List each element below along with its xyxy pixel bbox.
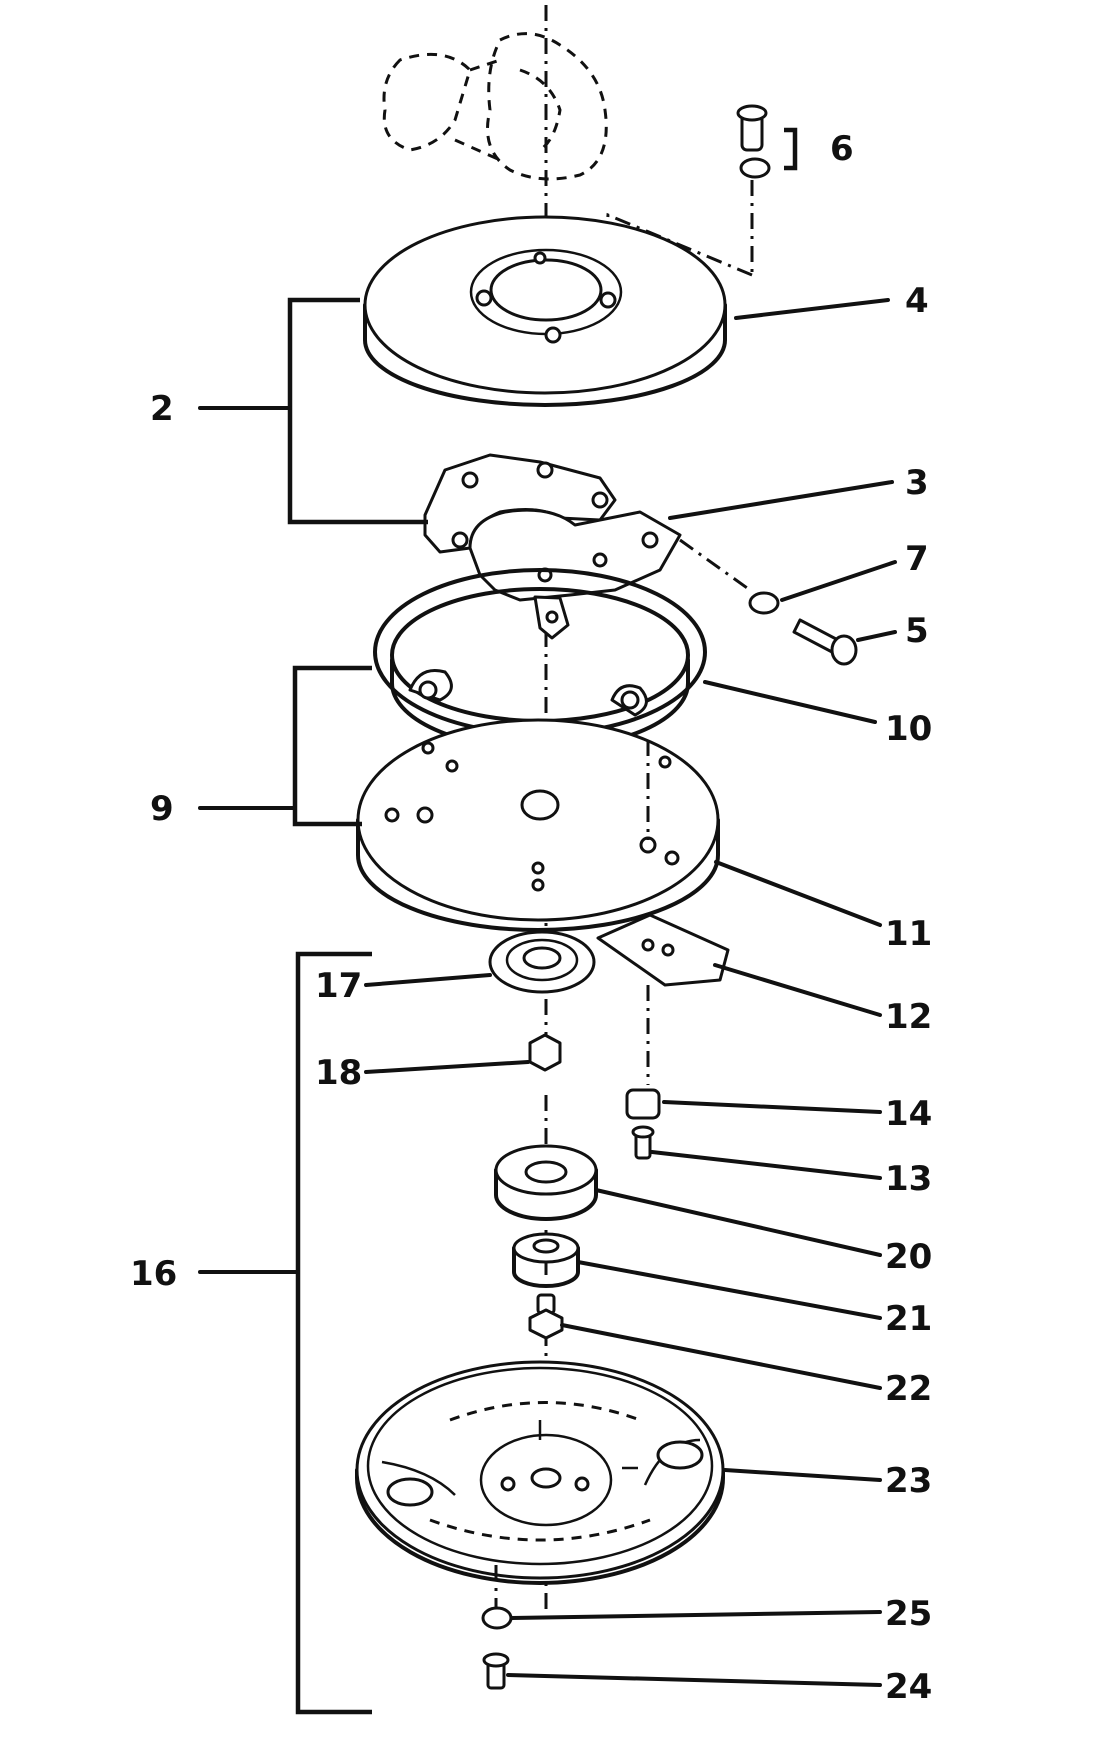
callout-5: 5 [905,611,929,651]
callout-4: 4 [905,281,929,321]
collar-20 [494,1144,598,1221]
callout-22: 22 [885,1369,932,1409]
spacer-21 [512,1232,580,1288]
callout-21: 21 [885,1299,932,1339]
callout-14: 14 [885,1094,932,1134]
callout-11: 11 [885,914,932,954]
callout-23: 23 [885,1461,932,1501]
callout-10: 10 [885,709,932,749]
callout-labels: 6 4 2 3 7 5 10 9 11 17 12 18 14 13 20 16… [130,129,932,1707]
mounting-bracket-3 [423,453,682,640]
group-bracket-16 [198,951,372,1715]
callout-17: 17 [315,966,362,1006]
screw-13 [631,1125,655,1160]
callout-24: 24 [885,1667,932,1707]
callout-18: 18 [315,1053,362,1093]
callout-6: 6 [830,129,854,169]
group-bracket-2 [198,297,428,525]
nut-18 [528,1033,562,1072]
group-bracket-9 [198,665,372,827]
callout-16: 16 [130,1254,177,1294]
callout-20: 20 [885,1237,932,1277]
callout-12: 12 [885,997,932,1037]
clip-14 [625,1088,661,1120]
callout-9: 9 [150,789,174,829]
phantom-motor-outline [382,32,608,181]
screw-5-and-washer-7 [679,538,858,666]
leader-lines [364,298,897,1687]
screw-24 [482,1652,510,1690]
bottom-plate-23 [355,1360,725,1585]
callout-7: 7 [905,539,929,579]
callout-3: 3 [905,463,929,503]
base-disc-11 [356,718,720,932]
callout-2: 2 [150,389,174,429]
callout-13: 13 [885,1159,932,1199]
callout-25: 25 [885,1594,932,1634]
bolt-22 [528,1293,564,1340]
bearing-17 [488,930,596,994]
screw-6 [603,104,798,277]
top-disc-4 [363,215,727,407]
bracket-plate-12 [596,913,730,1085]
